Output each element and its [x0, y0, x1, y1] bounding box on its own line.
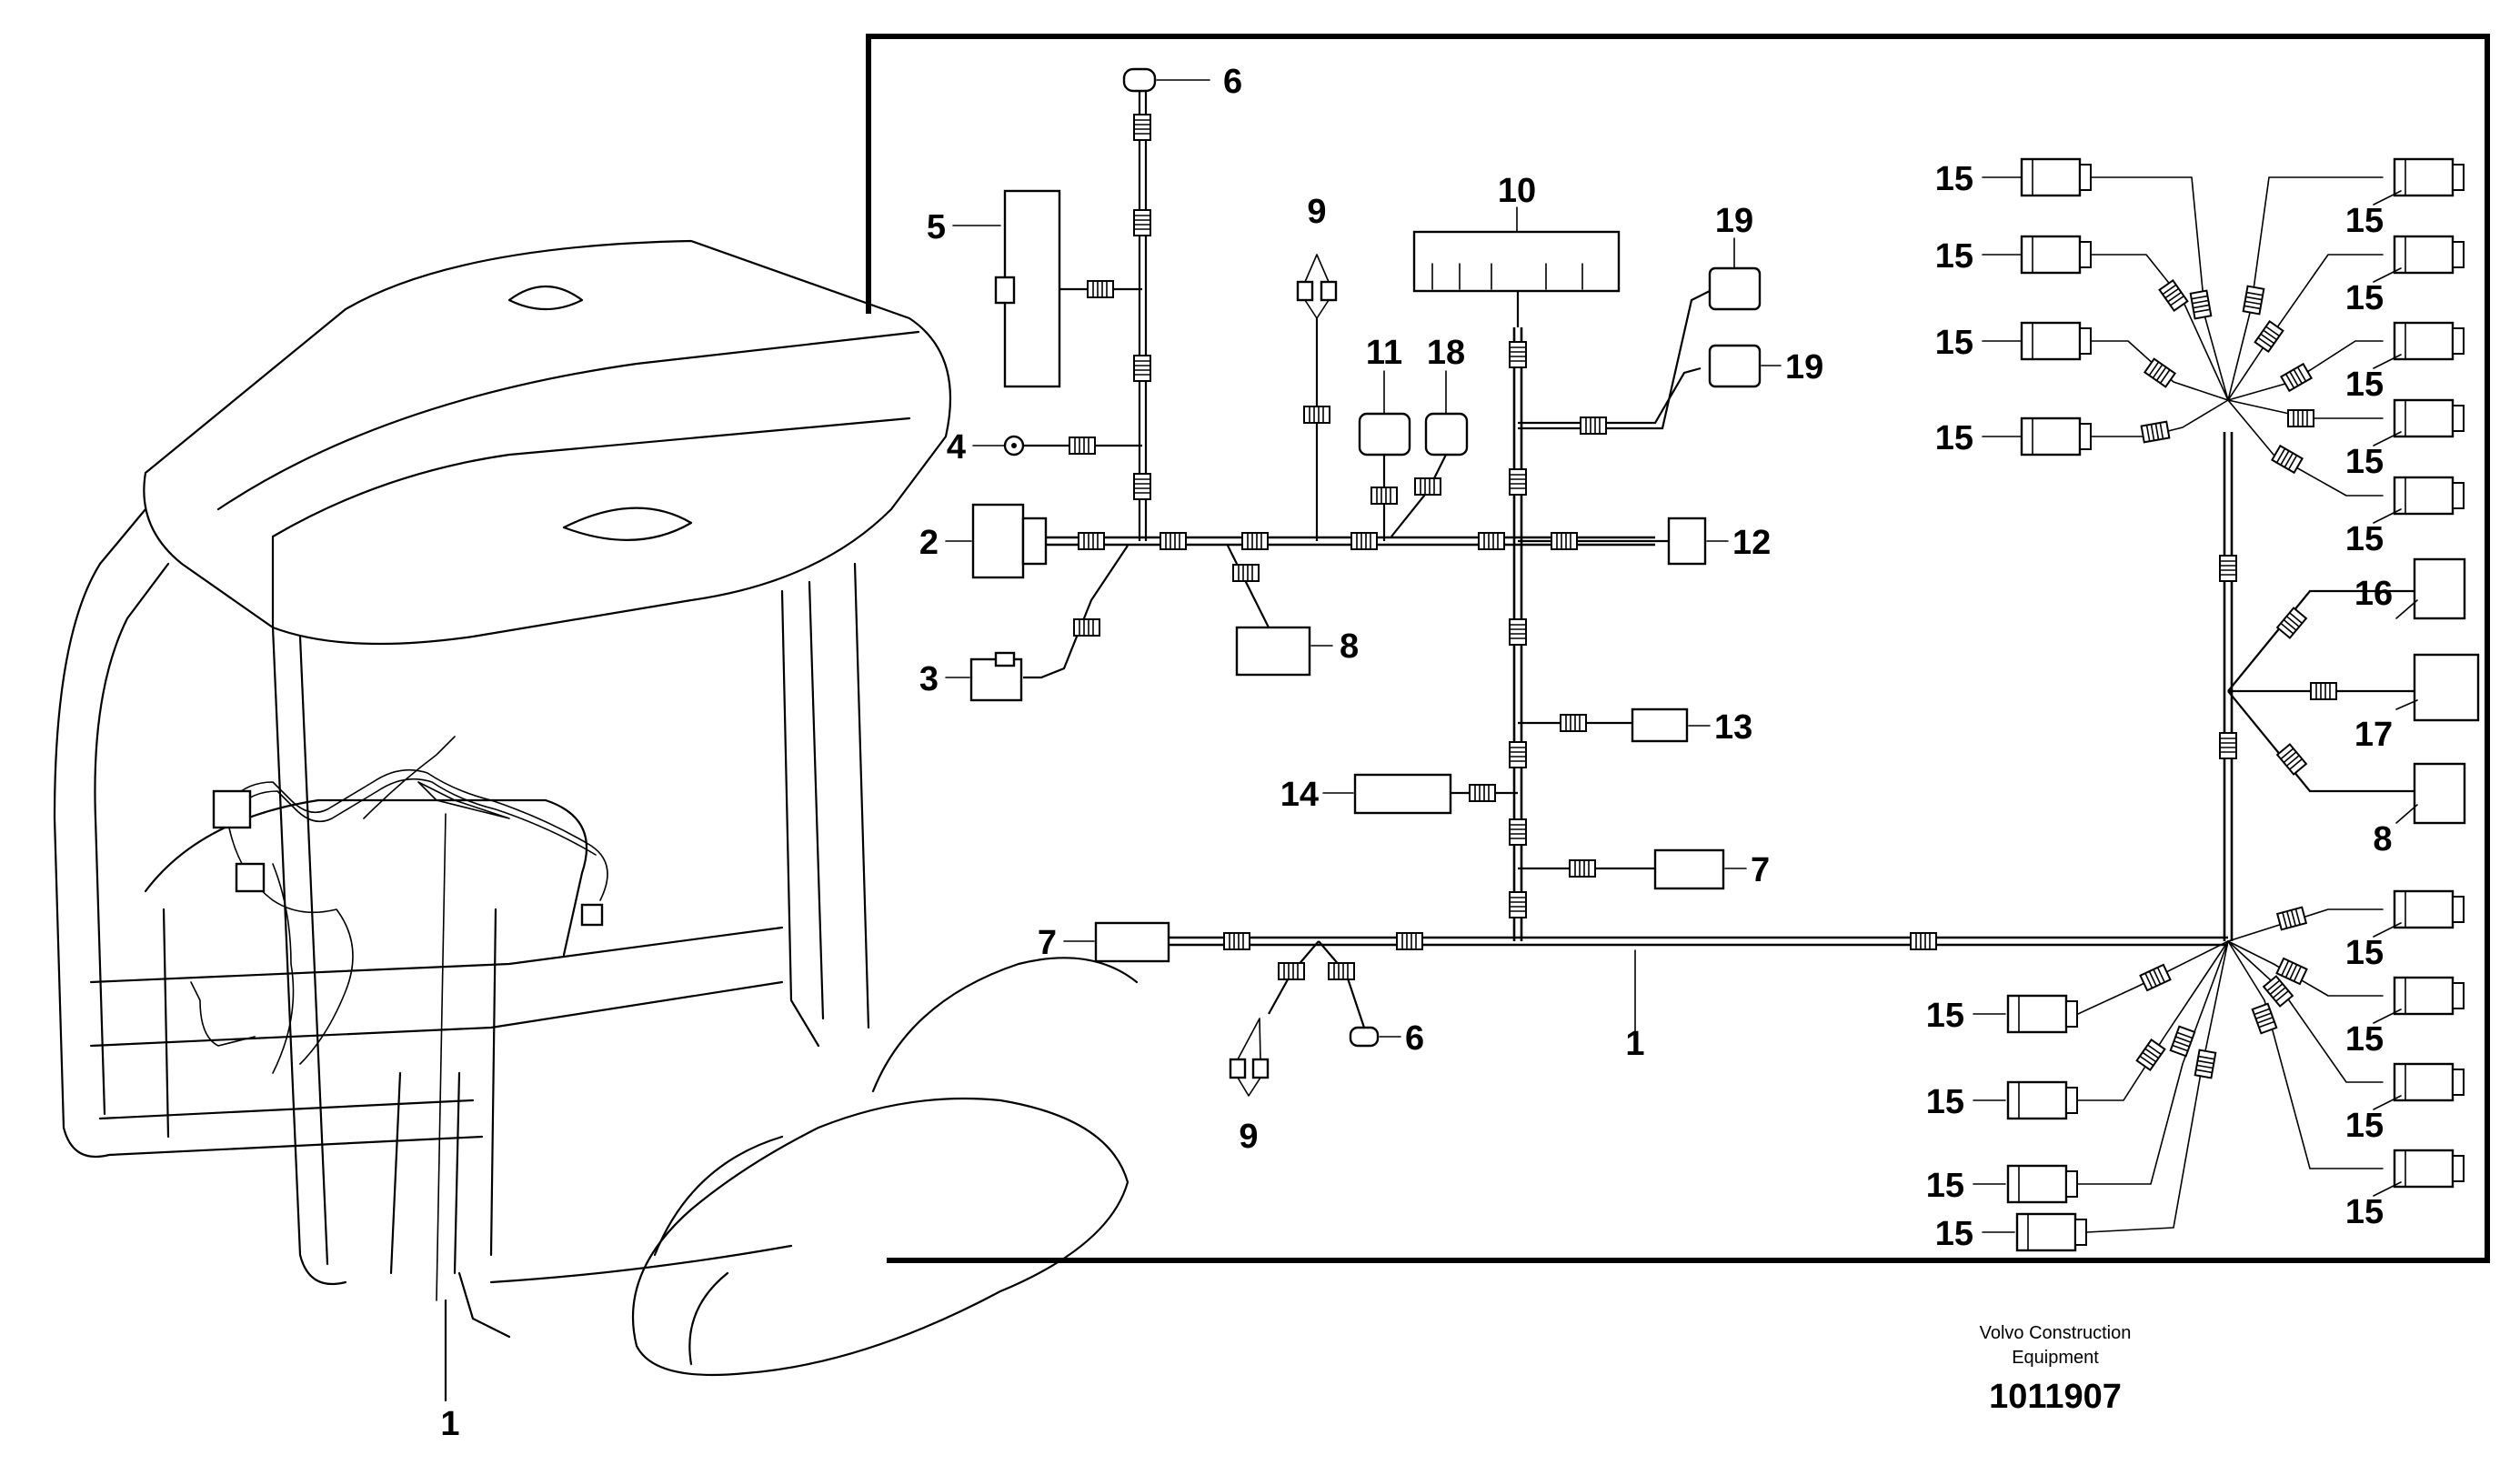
callout-19-top: 19	[1715, 202, 1753, 240]
callout-15: 15	[2345, 1020, 2384, 1059]
callout-15: 15	[2345, 1107, 2384, 1145]
callout-1-cab: 1	[440, 1405, 459, 1443]
callout-7-left: 7	[1038, 924, 1057, 962]
footer: Volvo Construction Equipment 1011907	[1980, 1323, 2132, 1416]
connector-fan-top	[2020, 157, 2465, 516]
callout-8-right: 8	[2373, 820, 2392, 858]
callout-15: 15	[1935, 324, 1973, 362]
callout-15: 15	[1935, 237, 1973, 276]
cab-illustration: 1	[53, 239, 1139, 1443]
callout-12: 12	[1732, 524, 1771, 562]
callout-7-right: 7	[1751, 851, 1770, 889]
callout-9-top: 9	[1307, 193, 1326, 231]
callout-8-mid: 8	[1340, 627, 1359, 666]
brand-line-2: Equipment	[2012, 1348, 2099, 1368]
callout-15: 15	[1935, 419, 1973, 457]
callout-15: 15	[2345, 366, 2384, 404]
callout-18: 18	[1427, 334, 1465, 372]
callouts: 6 5 4 2 3 9 8 10 11 18 19 19 12 13 14 7 …	[919, 63, 2393, 1253]
callout-15: 15	[1926, 1167, 1964, 1205]
callout-4: 4	[947, 428, 966, 467]
callout-5: 5	[927, 208, 946, 246]
callout-15: 15	[1935, 160, 1973, 198]
callout-2: 2	[919, 524, 939, 562]
callout-15: 15	[2345, 443, 2384, 481]
callout-9-bottom: 9	[1239, 1118, 1258, 1156]
callout-3: 3	[919, 660, 939, 698]
leader-lines	[945, 79, 2418, 1233]
callout-6-top: 6	[1223, 63, 1242, 101]
callout-15: 15	[1926, 1083, 1964, 1121]
callout-15: 15	[2345, 934, 2384, 972]
callout-15: 15	[2345, 520, 2384, 558]
callout-15: 15	[2345, 279, 2384, 317]
callout-17: 17	[2354, 716, 2393, 754]
harness-main	[1023, 91, 2237, 1029]
callout-1: 1	[1625, 1025, 1644, 1063]
callout-11: 11	[1366, 334, 1402, 372]
callout-13: 13	[1714, 708, 1752, 747]
brand-line-1: Volvo Construction	[1980, 1323, 2132, 1343]
callout-14: 14	[1280, 776, 1319, 814]
drawing-number: 1011907	[1989, 1378, 2122, 1416]
callout-19-bottom: 19	[1785, 348, 1823, 386]
schematic-frame	[866, 34, 2490, 1263]
connector-fan-bottom	[2006, 889, 2465, 1252]
callout-15: 15	[2345, 1193, 2384, 1231]
callout-15: 15	[1935, 1215, 1973, 1253]
callout-15: 15	[2345, 202, 2384, 240]
callout-10: 10	[1498, 172, 1536, 210]
callout-6-bottom: 6	[1405, 1019, 1424, 1058]
callout-15: 15	[1926, 997, 1964, 1035]
callout-16: 16	[2354, 575, 2393, 613]
components	[969, 67, 2480, 1097]
